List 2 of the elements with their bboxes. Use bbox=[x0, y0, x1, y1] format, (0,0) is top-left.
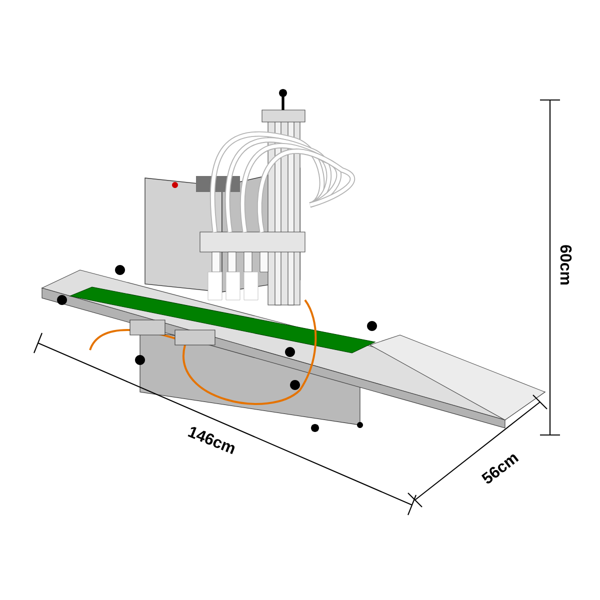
dimension-label: 146cm bbox=[188, 427, 234, 454]
dimension-label: 60cm bbox=[560, 245, 572, 284]
